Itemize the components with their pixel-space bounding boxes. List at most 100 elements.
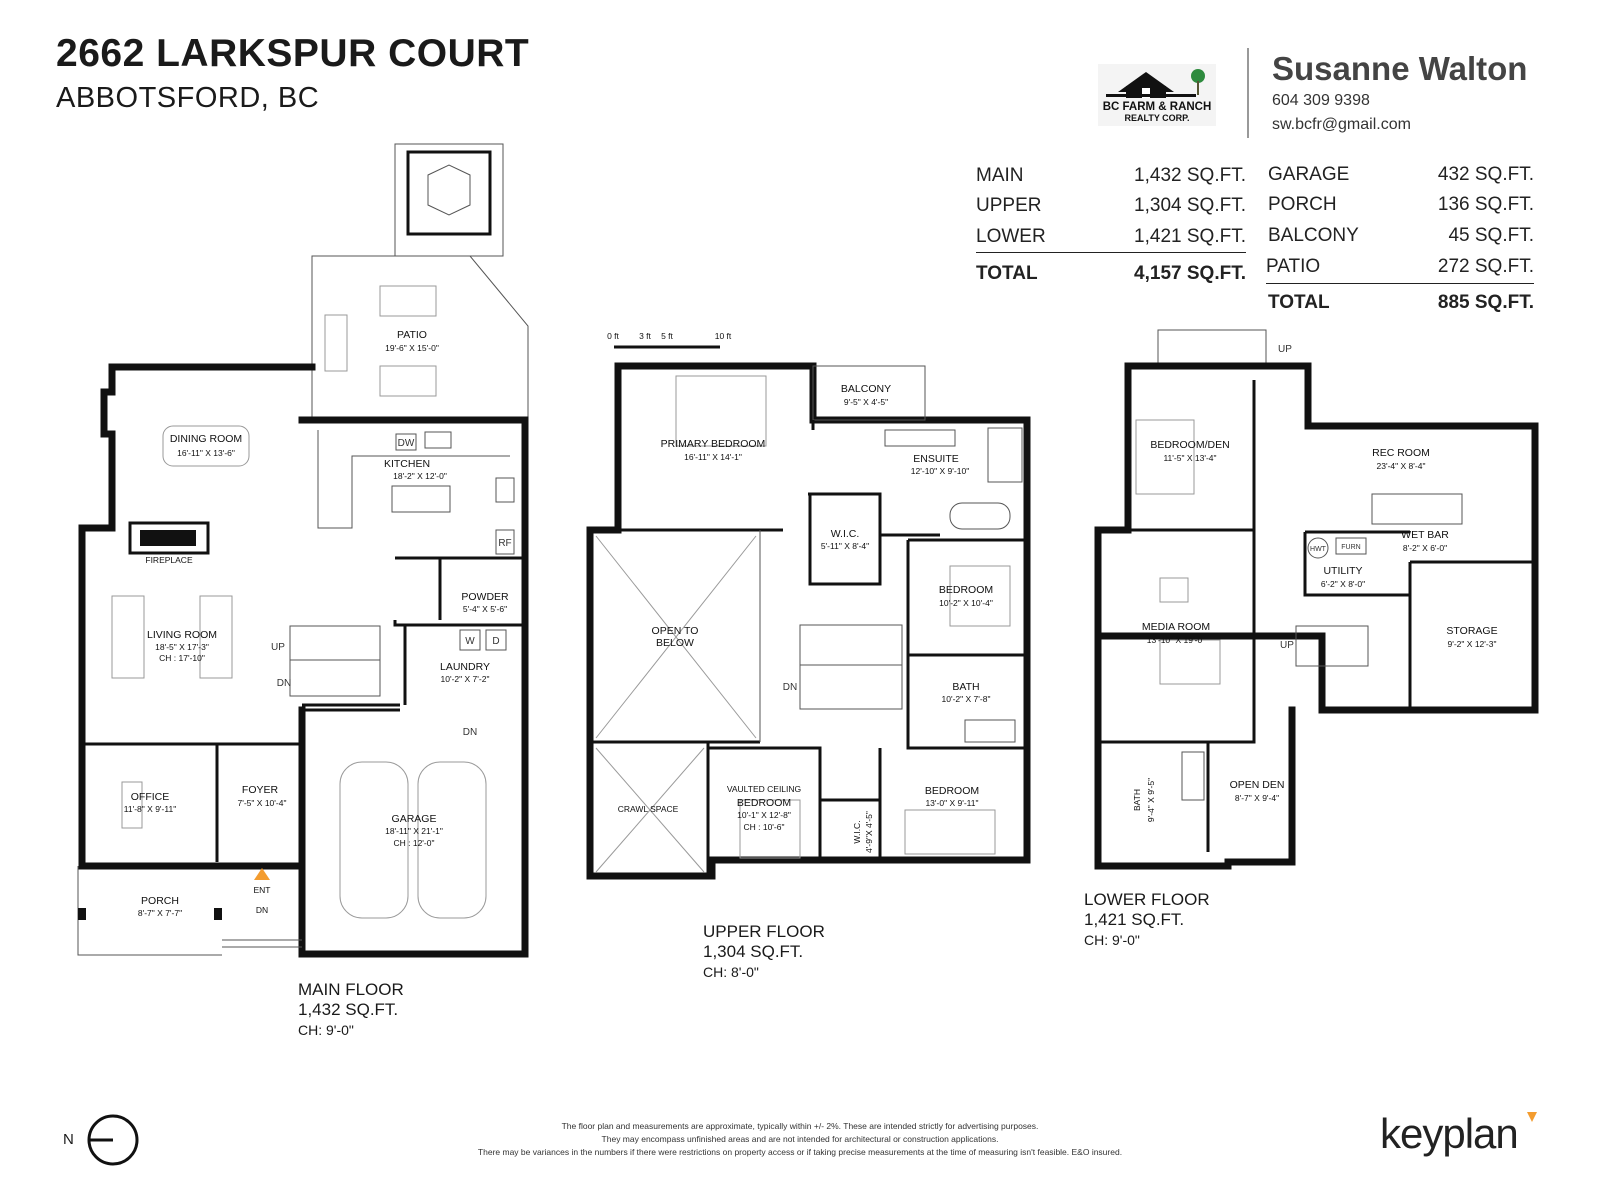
- room-porch-dim: 8'-7" X 7'-7": [138, 908, 182, 918]
- room-bedroom-u1-dim: 10'-2" X 10'-4": [939, 598, 993, 608]
- washer: [459, 629, 481, 651]
- room-primary-dim: 16'-11" X 14'-1": [684, 452, 742, 462]
- area-label: MAIN: [976, 165, 1024, 186]
- area-row-patio: PATIO 272 SQ.FT.: [1266, 256, 1534, 280]
- area-label: GARAGE: [1268, 164, 1350, 185]
- floor-ceiling-height: CH: 9'-0": [298, 1022, 354, 1038]
- lower-stairs: [1295, 625, 1369, 667]
- fireplace-firebox: [140, 530, 196, 546]
- keyplan-brand: keyplan: [1380, 1110, 1519, 1157]
- porch-stairs-down-label: DN: [256, 905, 268, 915]
- room-wetbar-dim: 8'-2" X 6'-0": [1403, 543, 1447, 553]
- room-bedroom-den-name: BEDROOM/DEN: [1150, 439, 1229, 451]
- disclaimer-line: There may be variances in the numbers if…: [477, 1147, 1123, 1157]
- furnace-label: FURN: [1341, 544, 1360, 551]
- porch-outline: [77, 866, 222, 956]
- balcony-outline: [812, 365, 926, 421]
- crawl-space-cross: [595, 747, 705, 873]
- floor-name: LOWER FLOOR: [1084, 890, 1210, 909]
- garage-car: [417, 761, 487, 919]
- room-rec-dim: 23'-4" X 8'-4": [1377, 461, 1426, 471]
- fridge: [495, 529, 515, 555]
- main-stairs: [289, 625, 381, 697]
- room-dining-dim: 16'-11" X 13'-6": [177, 448, 235, 458]
- dishwasher: [395, 433, 417, 451]
- scale-0ft: 0 ft: [607, 331, 619, 341]
- bath-u-walls: [906, 655, 1027, 750]
- bedroom-u2-walls: [708, 746, 822, 860]
- media-room-walls: [1098, 530, 1256, 744]
- patio-outline: [311, 255, 529, 420]
- room-rec-name: REC ROOM: [1372, 447, 1430, 459]
- lower-exterior-stairs: [1157, 329, 1267, 367]
- area-row-upper: UPPER 1,304 SQ.FT.: [976, 195, 1246, 219]
- room-utility-dim: 6'-2" X 8'-0": [1321, 579, 1365, 589]
- room-balcony-dim: 9'-5" X 4'-5": [844, 397, 888, 407]
- room-kitchen-name: KITCHEN: [384, 458, 430, 470]
- main-exterior-wall-west: [78, 363, 316, 870]
- patio-sofa: [379, 285, 437, 317]
- living-sofa: [111, 595, 145, 679]
- keyplan-mark-icon: [1527, 1112, 1537, 1122]
- hot-tub-seat: [427, 164, 471, 216]
- area-label: TOTAL: [1268, 292, 1330, 313]
- garage-car: [339, 761, 409, 919]
- area-row-total: TOTAL 885 SQ.FT.: [1268, 292, 1534, 316]
- area-value: 1,421 SQ.FT.: [1134, 226, 1246, 247]
- kitchen-island: [391, 485, 451, 513]
- disclaimer-line: They may encompass unfinished areas and …: [601, 1134, 999, 1144]
- lower-floor-label: LOWER FLOOR 1,421 SQ.FT. CH: 9'-0": [1084, 890, 1210, 950]
- room-porch-name: PORCH: [141, 895, 179, 907]
- brokerage-name-line1: BC FARM & RANCH: [1103, 101, 1212, 113]
- area-total-rule: [1266, 283, 1534, 284]
- lower-exterior-stairs-up-label: UP: [1278, 344, 1292, 355]
- room-balcony-name: BALCONY: [841, 383, 891, 395]
- hot-water-tank: [1307, 537, 1329, 559]
- bedroom-u3-bed: [904, 809, 996, 855]
- entry-label: ENT: [254, 885, 271, 895]
- ensuite-vanity: [884, 429, 956, 447]
- room-office-dim: 11'-8" X 9'-11": [124, 804, 176, 814]
- room-open-den-name: OPEN DEN: [1230, 779, 1285, 791]
- main-exterior-wall-east: [298, 416, 529, 958]
- room-foyer-name: FOYER: [242, 784, 279, 796]
- porch-post: [78, 908, 86, 920]
- ensuite-tub: [949, 502, 1011, 530]
- area-row-lower: LOWER 1,421 SQ.FT.: [976, 226, 1246, 250]
- ensuite-shower: [987, 427, 1023, 483]
- bedroom-den-bed: [1135, 419, 1195, 495]
- garage-stairs-down-label: DN: [463, 727, 477, 738]
- floor-name: MAIN FLOOR: [298, 980, 404, 999]
- media-sofa: [1159, 639, 1221, 685]
- dining-table: [162, 425, 250, 467]
- room-utility-name: UTILITY: [1323, 565, 1362, 577]
- porch-post: [214, 908, 222, 920]
- floor-name: UPPER FLOOR: [703, 922, 825, 941]
- disclaimer: The floor plan and measurements are appr…: [400, 1120, 1200, 1159]
- room-bedroom-u3-name: BEDROOM: [925, 785, 979, 797]
- room-wic2-label: W.I.C.: [852, 820, 862, 843]
- washer-label: W: [465, 636, 475, 647]
- room-bedroom-u1-name: BEDROOM: [939, 584, 993, 596]
- brokerage-name-line2: REALTY CORP.: [1124, 113, 1189, 123]
- area-label: TOTAL: [976, 263, 1038, 284]
- agent-name: Susanne Walton: [1272, 50, 1528, 87]
- bedroom-u1-bed: [949, 565, 1011, 627]
- living-sofa: [199, 595, 233, 679]
- room-open-den-dim: 8'-7" X 9'-4": [1235, 793, 1279, 803]
- room-kitchen-dim: 18'-2" X 12'-0": [393, 471, 447, 481]
- bedroom-u2-bed: [739, 799, 801, 859]
- area-label: UPPER: [976, 195, 1042, 216]
- hot-tub-deck: [394, 143, 504, 257]
- room-garage-ch: CH : 12'-0": [393, 838, 434, 848]
- bath-l-tub: [1181, 751, 1205, 801]
- kitchen-counter: [317, 430, 510, 529]
- room-laundry-dim: 10'-2" X 7'-2": [441, 674, 490, 684]
- room-open-below-line2: BELOW: [656, 637, 694, 649]
- dryer-label: D: [492, 636, 499, 647]
- room-bedroom-den-dim: 11'-5" X 13'-4": [1163, 453, 1216, 463]
- room-open-below-line1: OPEN TO: [652, 625, 699, 637]
- stairs-down-label: DN: [277, 678, 291, 689]
- room-laundry-name: LAUNDRY: [440, 661, 490, 673]
- wic-1-walls: [808, 492, 882, 586]
